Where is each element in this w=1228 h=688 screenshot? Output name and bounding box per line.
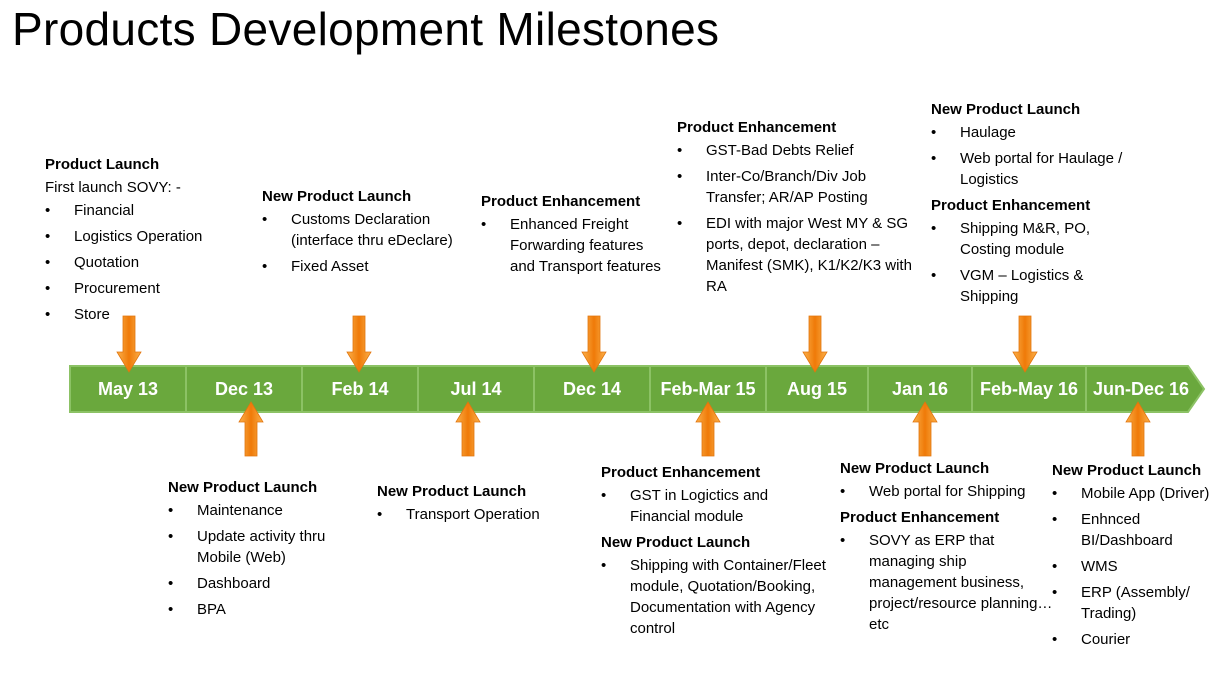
list-item: Web portal for Haulage / Logistics (931, 148, 1126, 190)
down-arrow-icon (802, 315, 828, 373)
milestone-group-title: New Product Launch (168, 479, 318, 496)
list-item: Store (45, 304, 260, 325)
list-item: Courier (1052, 629, 1222, 650)
milestone-item-list: FinancialLogistics OperationQuotationPro… (45, 200, 260, 325)
down-arrow-icon (581, 315, 607, 373)
milestone-item-list: MaintenanceUpdate activity thru Mobile (… (168, 500, 368, 620)
list-item: Logistics Operation (45, 226, 260, 247)
list-item: Web portal for Shipping (840, 481, 1055, 502)
milestone-group-title: Product Launch (45, 156, 160, 173)
milestone-date-label: Feb-Mar 15 (660, 379, 756, 399)
down-arrow-icon (346, 315, 372, 373)
milestone-group: New Product LaunchCustoms Declaration (i… (262, 186, 467, 277)
milestone-details: New Product LaunchTransport Operation (377, 481, 577, 530)
milestone-date-label: Jan 16 (891, 379, 949, 399)
list-item: Procurement (45, 278, 260, 299)
milestone-details: New Product LaunchMaintenanceUpdate acti… (168, 477, 368, 625)
milestone-group: Product EnhancementSOVY as ERP that mana… (840, 507, 1055, 635)
milestone-details: New Product LaunchCustoms Declaration (i… (262, 186, 467, 282)
list-item: Customs Declaration (interface thru eDec… (262, 209, 467, 251)
milestone-group-title: Product Enhancement (840, 509, 1000, 526)
milestone-group-title: Product Enhancement (601, 464, 761, 481)
milestone-group: New Product LaunchMaintenanceUpdate acti… (168, 477, 368, 620)
milestone-item-list: Enhanced Freight Forwarding features and… (481, 214, 671, 277)
milestone-item-list: GST-Bad Debts ReliefInter-Co/Branch/Div … (677, 140, 922, 297)
milestone-item-list: Mobile App (Driver) Enhnced BI/DashboardW… (1052, 483, 1222, 650)
milestone-group-title: Product Enhancement (931, 197, 1091, 214)
list-item: Mobile App (Driver) (1052, 483, 1222, 504)
milestone-group-title: New Product Launch (377, 483, 527, 500)
list-item: GST in Logictics and Financial module (601, 485, 831, 527)
list-item: WMS (1052, 556, 1222, 577)
list-item: ERP (Assembly/ Trading) (1052, 582, 1222, 624)
milestone-group-subtitle: First launch SOVY: - (45, 179, 181, 196)
milestone-date-label: Feb 14 (331, 379, 389, 399)
milestone-item-list: Web portal for Shipping (840, 481, 1055, 502)
milestone-group: New Product LaunchWeb portal for Shippin… (840, 458, 1055, 502)
milestone-group-title: New Product Launch (840, 460, 990, 477)
list-item: GST-Bad Debts Relief (677, 140, 922, 161)
milestone-date-label: Jun-Dec 16 (1092, 379, 1190, 399)
milestone-date-label: Dec 13 (214, 379, 274, 399)
list-item: Enhnced BI/Dashboard (1052, 509, 1222, 551)
milestone-details: New Product LaunchMobile App (Driver) Enh… (1052, 460, 1222, 655)
milestone-item-list: SOVY as ERP that managing ship managemen… (840, 530, 1055, 635)
milestone-item-list: Shipping M&R, PO, Costing moduleVGM – Lo… (931, 218, 1126, 307)
milestone-group-title: New Product Launch (931, 101, 1081, 118)
page-title: Products Development Milestones (12, 3, 720, 55)
list-item: Enhanced Freight Forwarding features and… (481, 214, 671, 277)
milestone-item-list: Customs Declaration (interface thru eDec… (262, 209, 467, 277)
list-item: Haulage (931, 122, 1126, 143)
milestone-group: New Product LaunchShipping with Containe… (601, 532, 831, 639)
milestone-date-label: Aug 15 (786, 379, 847, 399)
milestone-group: Product EnhancementEnhanced Freight Forw… (481, 191, 671, 277)
milestone-details: Product EnhancementGST in Logictics and … (601, 462, 831, 644)
list-item: Update activity thru Mobile (Web) (168, 526, 368, 568)
list-item: Shipping M&R, PO, Costing module (931, 218, 1126, 260)
milestone-details: Product EnhancementEnhanced Freight Forw… (481, 191, 671, 282)
list-item: EDI with major West MY & SG ports, depot… (677, 213, 922, 297)
list-item: Fixed Asset (262, 256, 467, 277)
milestone-date-label: Feb-May 16 (979, 379, 1079, 399)
milestone-group: New Product LaunchTransport Operation (377, 481, 577, 525)
milestone-date-label: Jul 14 (450, 379, 502, 399)
list-item: Dashboard (168, 573, 368, 594)
list-item: Inter-Co/Branch/Div Job Transfer; AR/AP … (677, 166, 922, 208)
list-item: Financial (45, 200, 260, 221)
milestone-group: New Product LaunchMobile App (Driver) Enh… (1052, 460, 1222, 650)
milestone-group-title: Product Enhancement (481, 193, 641, 210)
milestone-item-list: Transport Operation (377, 504, 577, 525)
milestone-details: New Product LaunchHaulageWeb portal for … (931, 99, 1126, 312)
milestone-details: Product EnhancementGST-Bad Debts ReliefI… (677, 117, 922, 302)
milestone-item-list: GST in Logictics and Financial module (601, 485, 831, 527)
milestone-group: New Product LaunchHaulageWeb portal for … (931, 99, 1126, 190)
milestone-group: Product EnhancementGST-Bad Debts ReliefI… (677, 117, 922, 297)
list-item: SOVY as ERP that managing ship managemen… (840, 530, 1055, 635)
milestone-group: Product EnhancementShipping M&R, PO, Cos… (931, 195, 1126, 307)
milestone-date-label: May 13 (97, 379, 159, 399)
milestone-date-label: Dec 14 (562, 379, 622, 399)
milestone-group-title: New Product Launch (1052, 462, 1202, 479)
milestone-details: New Product LaunchWeb portal for Shippin… (840, 458, 1055, 640)
list-item: Maintenance (168, 500, 368, 521)
list-item: BPA (168, 599, 368, 620)
list-item: Quotation (45, 252, 260, 273)
milestone-group: Product EnhancementGST in Logictics and … (601, 462, 831, 527)
list-item: VGM – Logistics & Shipping (931, 265, 1126, 307)
milestone-item-list: Shipping with Container/Fleet module, Qu… (601, 555, 831, 639)
milestone-group-title: New Product Launch (262, 188, 412, 205)
milestone-item-list: HaulageWeb portal for Haulage / Logistic… (931, 122, 1126, 190)
milestone-group-title: Product Enhancement (677, 119, 837, 136)
down-arrow-icon (1012, 315, 1038, 373)
milestone-group-title: New Product Launch (601, 534, 751, 551)
list-item: Shipping with Container/Fleet module, Qu… (601, 555, 831, 639)
list-item: Transport Operation (377, 504, 577, 525)
